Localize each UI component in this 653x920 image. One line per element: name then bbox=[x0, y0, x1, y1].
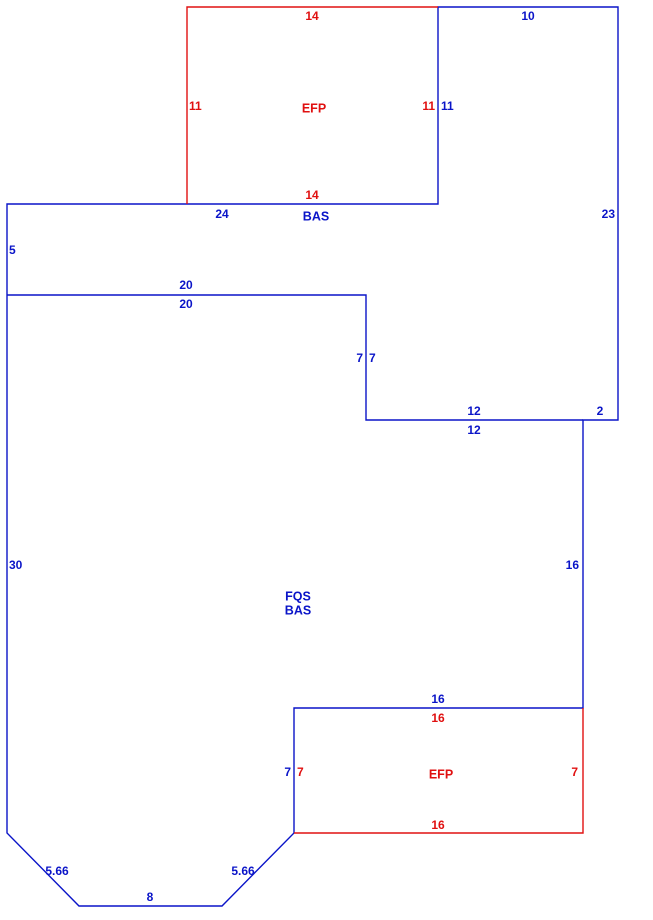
fqs-area-label: FQS bbox=[285, 589, 311, 603]
dim-step-lower-b: 12 bbox=[467, 423, 481, 437]
dim-right-mid: 16 bbox=[566, 558, 580, 572]
efp-bottom-outline bbox=[294, 708, 584, 834]
dim-bas-left-short: 5 bbox=[9, 243, 16, 257]
dim-efp-top-right: 11 bbox=[422, 99, 435, 113]
dim-efp-bottom-left-blue: 7 bbox=[284, 765, 291, 779]
dim-efp-bottom-top-red: 16 bbox=[431, 711, 445, 725]
dim-efp-bottom-bottom: 16 bbox=[431, 818, 445, 832]
dim-step-vertical-a: 7 bbox=[356, 351, 363, 365]
bas-outline bbox=[6, 6, 619, 907]
dim-efp-top-left: 11 bbox=[189, 99, 202, 113]
dim-step-vertical-b: 7 bbox=[369, 351, 376, 365]
dim-efp-bottom-right: 7 bbox=[571, 765, 578, 779]
dim-right-notch: 2 bbox=[597, 404, 604, 418]
dim-diag-left: 5.66 bbox=[45, 864, 69, 878]
dim-efp-bottom-left-red: 7 bbox=[297, 765, 304, 779]
dim-bas-right-inner: 11 bbox=[441, 99, 454, 113]
efp-top-area-label: EFP bbox=[302, 101, 326, 115]
dim-diag-right: 5.66 bbox=[231, 864, 255, 878]
dim-step-upper-b: 20 bbox=[179, 297, 193, 311]
bas-main-area-label: BAS bbox=[303, 209, 329, 223]
dim-efp-top-bottom: 14 bbox=[305, 188, 319, 202]
dim-bas-right-outer: 23 bbox=[602, 207, 616, 221]
efp-bottom-area-label: EFP bbox=[429, 767, 453, 781]
bas-lower-area-label: BAS bbox=[285, 603, 311, 617]
efp-top-outline bbox=[186, 6, 438, 204]
dim-bottom-edge: 8 bbox=[147, 890, 154, 904]
bas-fqs-divider bbox=[7, 294, 583, 421]
dim-bas-top-right-top: 10 bbox=[521, 9, 535, 23]
dim-left-long: 30 bbox=[9, 558, 23, 572]
dim-efp-top-top: 14 bbox=[305, 9, 319, 23]
dim-efp-bottom-top-blue: 16 bbox=[431, 692, 445, 706]
dim-step-lower-a: 12 bbox=[467, 404, 481, 418]
dim-step-upper-a: 20 bbox=[179, 278, 193, 292]
dim-bas-upper-bottom-top: 24 bbox=[215, 207, 229, 221]
